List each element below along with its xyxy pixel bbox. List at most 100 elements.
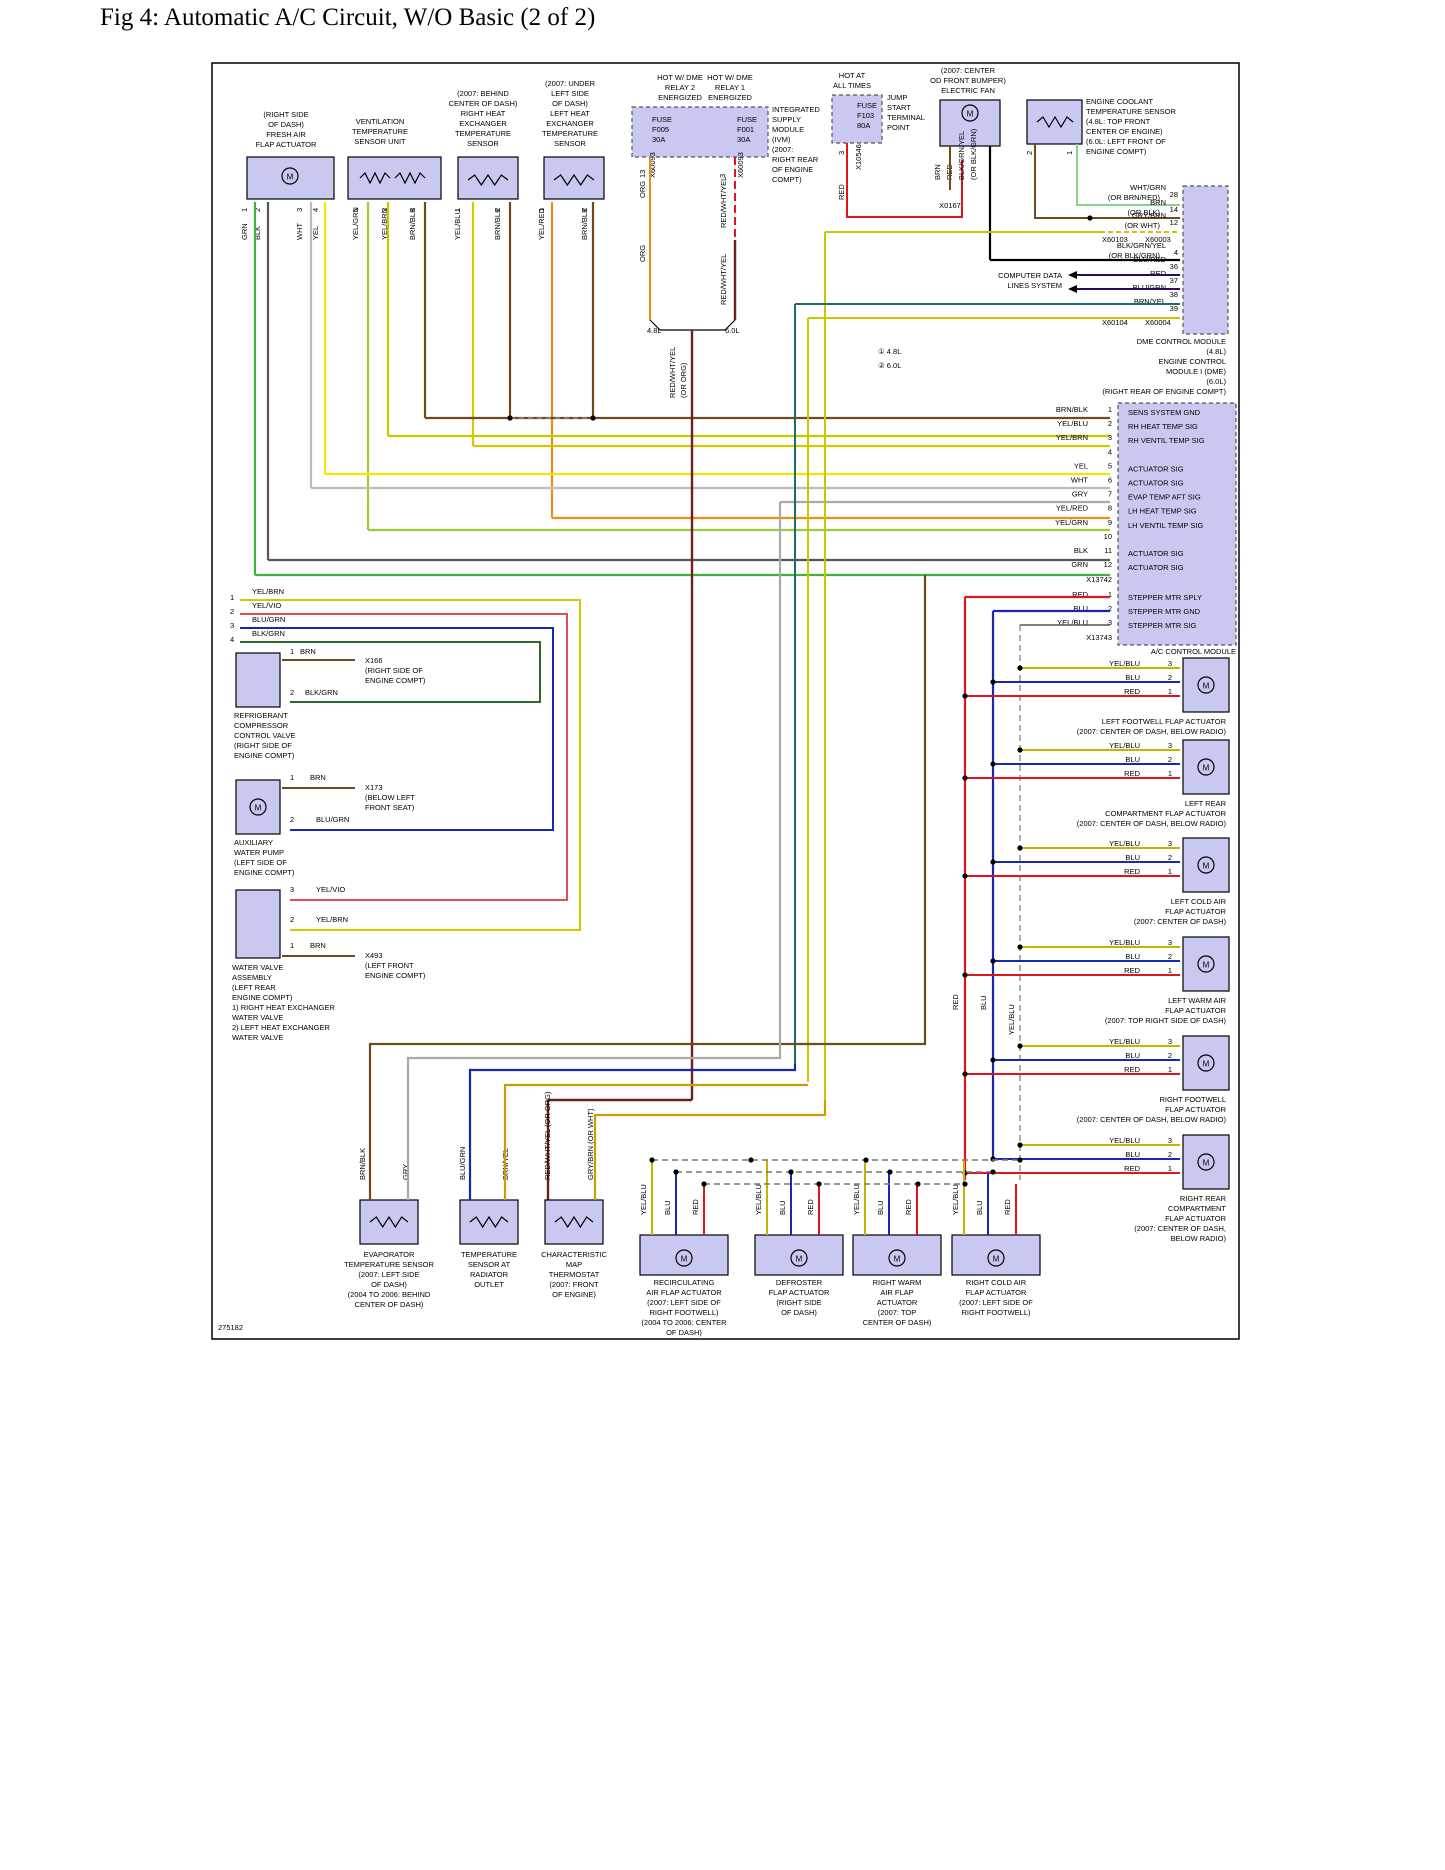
compressor-label: (RIGHT SIDE OF [234,741,292,750]
bottom-sensor-label: EVAPORATOR [364,1250,415,1259]
ac-pin-label: 4 [1108,447,1112,456]
splice-dot [962,1181,968,1187]
actuator-label: (2007: CENTER OF DASH, [1134,1224,1226,1233]
bottom-sensor-label: TEMPERATURE SENSOR [344,1260,434,1269]
ground-location: (LEFT FRONT [365,961,414,970]
wire-label: BLU [663,1200,672,1215]
wire-label: YEL/BRN [316,915,348,924]
top-component-label: OF DASH) [268,120,304,129]
actuator-label: COMPARTMENT FLAP ACTUATOR [1105,809,1226,818]
actuator-label: COMPARTMENT [1168,1204,1226,1213]
top-component-label: TEMPERATURE [542,129,598,138]
connector-label: X60093 [736,152,745,178]
actuator-label: RIGHT REAR [1180,1194,1227,1203]
splice-dot [990,1169,996,1175]
top-component-label: (2007: UNDER [545,79,596,88]
pin-label: 1 [1065,151,1074,155]
diagram-frame [211,62,1240,1340]
splice-dot [1017,747,1023,753]
bottom-sensor-label: MAP [566,1260,582,1269]
auxiliary-water-pump [235,779,281,835]
bottom-flap-actuator [639,1234,729,1276]
ac-pin-label: 10 [1104,532,1112,541]
top-component-label: LEFT HEAT [550,109,590,118]
motor-letter: M [1203,862,1210,871]
pin-label: 2 [1025,151,1034,155]
wire-label: RED [837,184,846,200]
dme-wire-label: GRY/BRN [1132,211,1166,220]
actuator-label: LEFT FOOTWELL FLAP ACTUATOR [1102,717,1227,726]
top-component-label: CENTER OF DASH) [449,99,518,108]
fan-label: (2007: CENTER [941,66,996,75]
splice-dot [673,1169,679,1175]
splice-dot [1087,215,1093,221]
right-flap-actuator [1182,657,1230,713]
ivm-label: MODULE [772,125,804,134]
actuator-wire-label: RED [1124,867,1140,876]
computer-data-label: COMPUTER DATA [998,271,1062,280]
splice-dot [990,859,996,865]
wire [240,613,568,901]
bottom-actuator-label: RIGHT WARM [873,1278,922,1287]
pin-label: 1 [1168,1065,1172,1074]
splice-dot [990,679,996,685]
pin-label: 3 [1168,938,1172,947]
wire-label: YEL/RED [537,207,546,240]
ac-wire-label: GRY [1072,490,1088,499]
compressor-label: REFRIGERANT [234,711,288,720]
splice-dot [1017,1157,1023,1163]
bottom-actuator-label: RIGHT COLD AIR [966,1278,1027,1287]
motor-letter: M [1203,682,1210,691]
bottom-actuator-label: AIR FLAP [880,1288,913,1297]
pin-label: 2 [493,208,502,212]
hot-label: ALL TIMES [833,81,871,90]
wire-label: YEL [311,226,320,240]
water-valve-assembly [235,889,281,959]
dme-pin-label: 12 [1170,218,1178,227]
fuse-label: 30A [737,135,750,144]
actuator-wire-label: BLU [1125,952,1140,961]
wire-label: YEL/BRN [380,208,389,240]
motor-letter: M [967,110,974,119]
valve-label: 1) RIGHT HEAT EXCHANGER [232,1003,336,1012]
wire-label: ORG [638,181,647,198]
dme-pin-label: 38 [1170,290,1178,299]
ac-wire-label: YEL/BLU [1057,419,1088,428]
connector-label: X60103 [1102,235,1128,244]
motor-symbol [1197,856,1215,874]
ac-signal-label: ACTUATOR SIG [1128,549,1184,558]
pin-label: 1 [1168,1164,1172,1173]
bottom-sensor-label: (2004 TO 2006: BEHIND [348,1290,431,1299]
motor-symbol [888,1249,906,1267]
splice-dot [990,1156,996,1162]
motor-symbol [281,167,299,185]
wire-label: YEL/VIO [316,885,345,894]
pin-label: 4 [311,208,320,212]
ac-wire-label: BLK [1074,546,1088,555]
right-flap-actuator [1182,1134,1230,1190]
dme-label: ENGINE CONTROL [1158,357,1226,366]
coolant-label: ENGINE COOLANT [1086,97,1154,106]
engine-legend: ① 4.8L [878,347,901,356]
compressor-valve [235,652,281,708]
valve-label: (LEFT REAR [232,983,276,992]
connector-label: X60004 [1145,318,1171,327]
actuator-wire-label: YEL/BLU [1109,1037,1140,1046]
ground-label: X493 [365,951,383,960]
top-component-label: VENTILATION [356,117,405,126]
ac-signal-label: RH VENTIL TEMP SIG [1128,436,1205,445]
wire-label: RED/WHT/YEL [719,177,728,228]
wire-label: YEL/BLU [639,1184,648,1215]
pin-label: 2 [1168,1150,1172,1159]
wire-label: RED/WHT/YEL (OR ORG) [543,1091,552,1180]
right-flap-actuator [1182,1035,1230,1091]
splice-dot [990,958,996,964]
bottom-sensor-label: SENSOR AT [468,1260,511,1269]
actuator-wire-label: RED [1124,966,1140,975]
coolant-label: TEMPERATURE SENSOR [1086,107,1176,116]
bottom-flap-actuator [951,1234,1041,1276]
wire-label: BRN/BLK [493,208,502,240]
ac-signal-label: STEPPER MTR SPLY [1128,593,1202,602]
ivm-label: COMPT) [772,175,802,184]
